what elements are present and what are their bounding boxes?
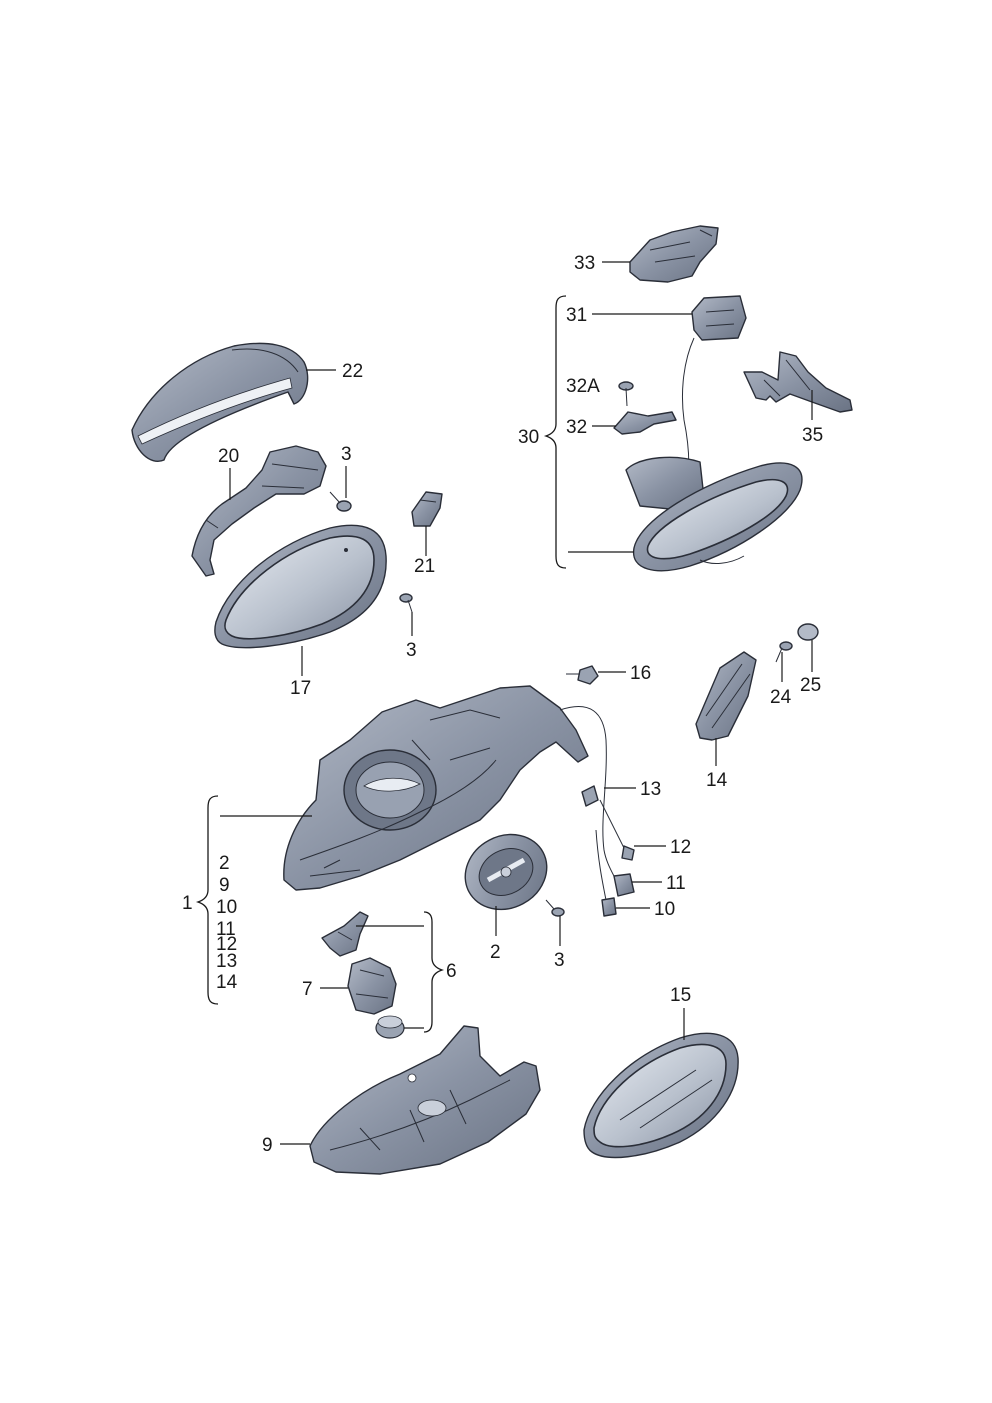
label-20: 20 — [218, 446, 239, 467]
label-17: 17 — [290, 678, 311, 699]
part-30-interior-mirror — [625, 456, 803, 572]
label-31: 31 — [566, 305, 587, 326]
label-group1-13: 13 — [216, 951, 237, 972]
part-17-glass — [214, 524, 387, 649]
label-32: 32 — [566, 417, 587, 438]
part-labels: 33 31 32A 32 30 35 22 20 3 21 3 17 16 24… — [182, 253, 823, 1156]
part-9-lower-housing — [309, 1025, 541, 1175]
label-10: 10 — [654, 899, 675, 920]
part-35-cover — [743, 351, 853, 413]
label-14: 14 — [706, 770, 728, 791]
label-15: 15 — [670, 985, 691, 1006]
part-16-screw — [566, 665, 599, 685]
part-33-sensor — [629, 225, 719, 283]
label-22: 22 — [342, 361, 363, 382]
label-group1-2: 2 — [219, 853, 230, 874]
part-20-frame — [191, 445, 327, 577]
label-1: 1 — [182, 893, 193, 914]
part-14-indicator — [695, 651, 757, 741]
part-cap — [375, 1015, 405, 1039]
label-21: 21 — [414, 556, 435, 577]
part-24-screw — [775, 641, 793, 663]
part-7-motor — [347, 957, 397, 1015]
label-group1-10: 10 — [216, 897, 237, 918]
label-13: 13 — [640, 779, 661, 800]
label-12: 12 — [670, 837, 691, 858]
part-32a-screw — [618, 381, 634, 407]
label-3b: 3 — [406, 640, 417, 661]
label-33: 33 — [574, 253, 595, 274]
part-25-pad — [797, 623, 819, 641]
label-group1-14: 14 — [216, 972, 238, 993]
cable-harness — [559, 706, 635, 917]
label-25: 25 — [800, 675, 821, 696]
label-11: 11 — [666, 873, 686, 894]
label-group1-12: 12 — [216, 934, 237, 955]
label-24: 24 — [770, 687, 792, 708]
part-31-connector — [682, 295, 747, 479]
label-30: 30 — [518, 427, 539, 448]
label-16: 16 — [630, 663, 651, 684]
part-6-bracket — [321, 911, 369, 957]
brace-group-30 — [543, 295, 567, 569]
label-3a: 3 — [341, 444, 352, 465]
part-1-mirror-base — [283, 685, 589, 891]
label-2: 2 — [490, 942, 501, 963]
part-3-screw-c — [545, 899, 565, 917]
part-15-glass — [583, 1032, 739, 1159]
part-3-screw-b — [399, 593, 413, 613]
label-7: 7 — [302, 979, 313, 1000]
label-group1-11: 11 — [216, 919, 236, 940]
part-3-screw-a — [329, 491, 352, 512]
label-32a: 32A — [566, 376, 600, 397]
part-21-clip — [411, 491, 443, 527]
label-3c: 3 — [554, 950, 565, 971]
brace-group-1 — [195, 795, 219, 1005]
part-2-ring — [464, 833, 548, 911]
part-22-mirror-cap — [131, 342, 309, 462]
label-group1-9: 9 — [219, 875, 230, 896]
part-32-bracket — [613, 411, 677, 435]
label-35: 35 — [802, 425, 823, 446]
label-9: 9 — [262, 1135, 273, 1156]
brace-group-6 — [423, 911, 445, 1033]
label-6: 6 — [446, 961, 457, 982]
